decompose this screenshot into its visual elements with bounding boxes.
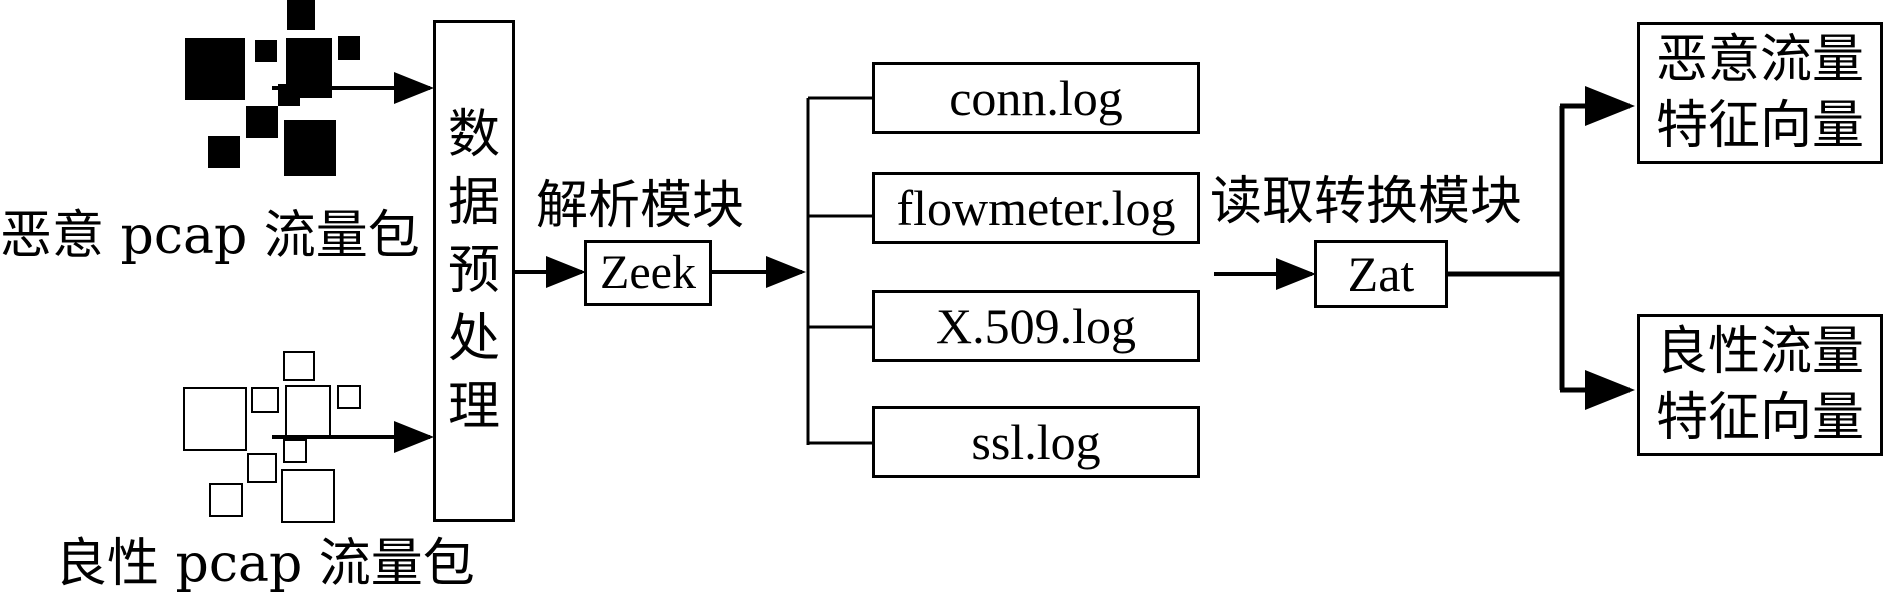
- logs-bracket: [806, 96, 872, 445]
- log-box-flowmeter: flowmeter.log: [872, 172, 1200, 244]
- malicious-feature-vector-box: 恶意流量特征向量: [1637, 22, 1883, 164]
- zat-output-branch: [1446, 106, 1565, 390]
- benign-pcap-label: 良性 pcap 流量包: [55, 534, 475, 594]
- preprocess-box: 数 据 预 处 理: [433, 20, 515, 522]
- preprocess-char: 处: [447, 309, 500, 369]
- zat-box: Zat: [1314, 240, 1448, 308]
- preprocess-char: 理: [447, 377, 500, 437]
- malicious-packets-icon: [185, 0, 360, 176]
- preprocess-char: 数: [447, 105, 500, 165]
- log-box-conn: conn.log: [872, 62, 1200, 134]
- preprocess-char: 据: [447, 173, 500, 233]
- benign-packets-icon: [183, 351, 361, 523]
- log-box-ssl: ssl.log: [872, 406, 1200, 478]
- benign-feature-vector-box: 良性流量特征向量: [1637, 314, 1883, 456]
- convert-module-label: 读取转换模块: [1210, 172, 1523, 232]
- preprocess-char: 预: [447, 241, 500, 301]
- malicious-pcap-label: 恶意 pcap 流量包: [0, 206, 420, 266]
- parse-module-label: 解析模块: [536, 176, 745, 236]
- zeek-box: Zeek: [584, 240, 712, 306]
- log-box-x509: X.509.log: [872, 290, 1200, 362]
